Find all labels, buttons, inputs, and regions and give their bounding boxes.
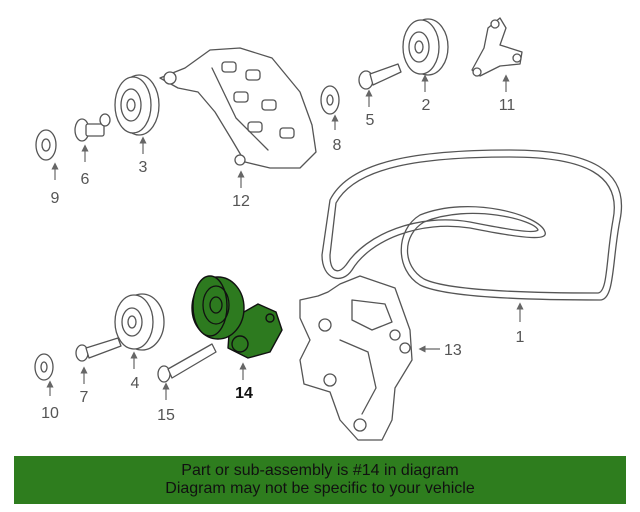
callout-10[interactable]: 10 (41, 405, 59, 422)
callout-7[interactable]: 7 (80, 389, 89, 406)
info-banner: Part or sub-assembly is #14 in diagram D… (14, 456, 626, 504)
bracket-part-13[interactable] (299, 275, 413, 441)
washer-part-9[interactable] (35, 129, 57, 161)
bolt-part-5[interactable] (358, 63, 402, 90)
callout-1[interactable]: 1 (516, 329, 525, 346)
callout-12[interactable]: 12 (232, 193, 250, 210)
parts-diagram: 9 6 3 12 8 5 (34, 17, 623, 441)
callout-13[interactable]: 13 (444, 342, 462, 359)
idler-pulley-part-3[interactable] (114, 74, 160, 136)
banner-line-2: Diagram may not be specific to your vehi… (165, 480, 475, 497)
callout-6[interactable]: 6 (81, 171, 90, 188)
callout-11[interactable]: 11 (499, 97, 516, 114)
bolt-part-6[interactable] (74, 113, 111, 142)
callout-3[interactable]: 3 (139, 159, 148, 176)
callout-9[interactable]: 9 (51, 190, 60, 207)
callout-14[interactable]: 14 (235, 385, 253, 402)
bracket-part-12[interactable] (159, 47, 317, 169)
bracket-part-11[interactable] (471, 17, 523, 77)
idler-pulley-part-4[interactable] (114, 293, 165, 351)
belt-tensioner-part-14[interactable] (191, 275, 283, 359)
banner-line-1: Part or sub-assembly is #14 in diagram (181, 462, 459, 479)
washer-part-10[interactable] (34, 353, 54, 381)
serpentine-belt-part-1[interactable] (321, 149, 623, 301)
bolt-part-7[interactable] (75, 337, 122, 362)
callout-2[interactable]: 2 (422, 97, 431, 114)
bolt-part-15[interactable] (157, 343, 217, 383)
callout-15[interactable]: 15 (157, 407, 175, 424)
callout-4[interactable]: 4 (131, 375, 140, 392)
pulley-part-2[interactable] (402, 18, 449, 76)
callout-8[interactable]: 8 (333, 137, 342, 154)
callout-5[interactable]: 5 (366, 112, 375, 129)
washer-part-8[interactable] (320, 85, 340, 115)
